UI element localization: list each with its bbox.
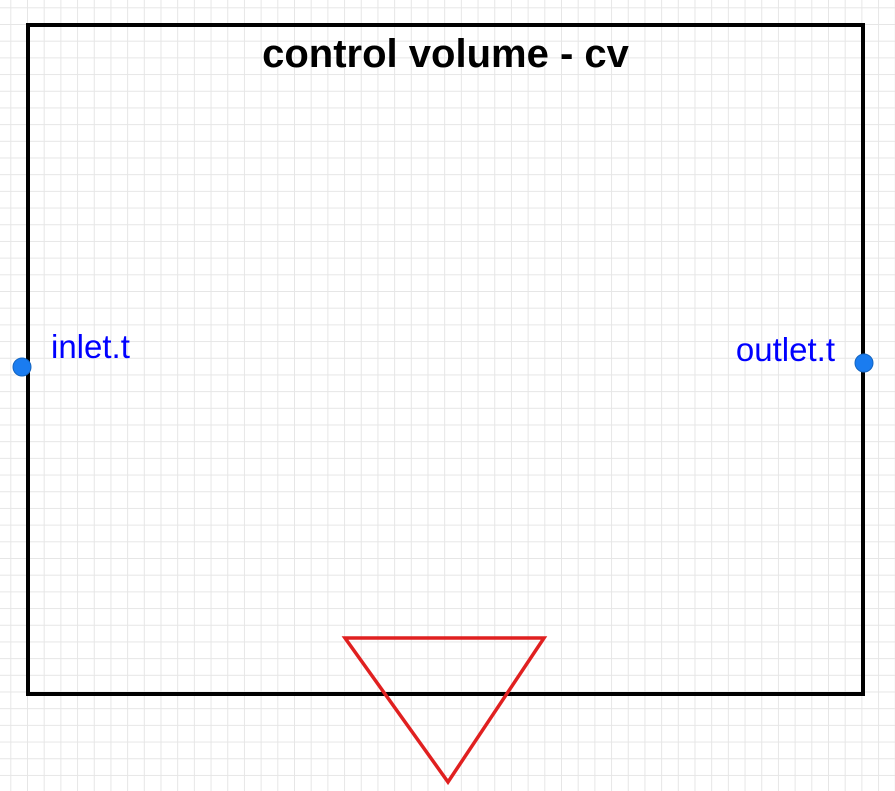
outlet-port-label: outlet.t (735, 331, 835, 368)
component-title: control volume - cv (262, 32, 629, 76)
inlet-port-label: inlet.t (51, 328, 130, 365)
heat-port-triangle-icon[interactable] (341, 636, 548, 786)
outlet-connector-icon[interactable] (854, 353, 874, 373)
inlet-connector-icon[interactable] (12, 357, 32, 377)
